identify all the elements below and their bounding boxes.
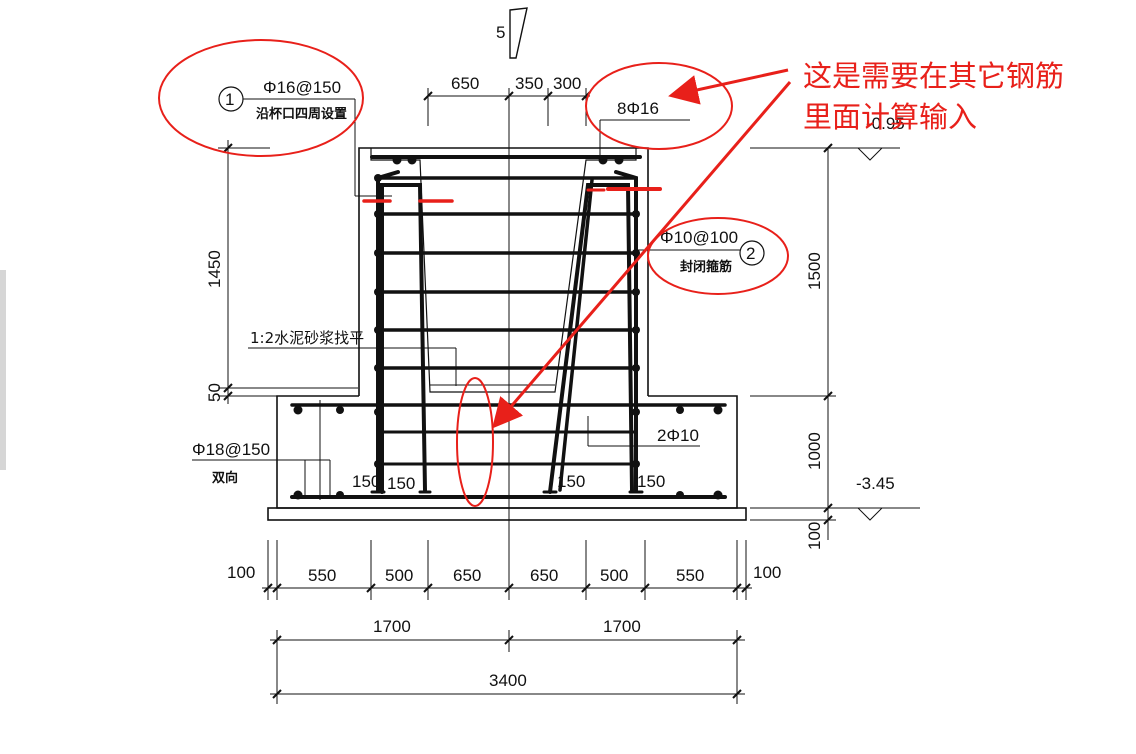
callout-1-spec: Φ16@150 [263, 78, 341, 97]
callout-1-desc: 沿杯口四周设置 [256, 106, 347, 122]
section-marker-label: 5 [496, 23, 505, 42]
annotation-line-1: 这是需要在其它钢筋 [803, 59, 1064, 93]
dim-bottom-100-right: 100 [753, 563, 781, 582]
dim-bottom-3400: 3400 [489, 671, 527, 690]
elevation-top: -0.95 [866, 114, 905, 133]
callout-2-desc: 封闭箍筋 [680, 259, 732, 275]
left-dimensions [218, 140, 358, 404]
dim-left-50: 50 [205, 383, 224, 402]
dim-bottom-650-right: 650 [530, 566, 558, 585]
dim-inner-150-a: 150 [352, 472, 380, 491]
stirrup-label: 2Φ10 [587, 416, 700, 447]
dim-top-300: 300 [553, 74, 581, 93]
dim-bottom-1700-left: 1700 [373, 617, 411, 636]
dim-top-650: 650 [451, 74, 479, 93]
mortar-text: 1:2水泥砂浆找平 [250, 329, 364, 347]
bottom-mesh-label: Φ18@150 双向 [192, 400, 331, 500]
dim-bottom-650-left: 650 [453, 566, 481, 585]
dim-bottom-1700-right: 1700 [603, 617, 641, 636]
markup-ellipse-callout2 [647, 217, 789, 295]
section-marker: 5 [496, 7, 528, 59]
dim-inner-150-c: 150 [557, 472, 585, 491]
left-cup-rebar [380, 183, 427, 494]
bottom-mesh-desc: 双向 [212, 470, 238, 486]
top-bars-spec: 8Φ16 [617, 99, 659, 118]
dim-bottom-550-left: 550 [308, 566, 336, 585]
dim-right-1000: 1000 [805, 432, 824, 470]
dim-bottom-100-left: 100 [227, 563, 255, 582]
concrete-outline [267, 147, 747, 521]
dim-bottom-500-left: 500 [385, 566, 413, 585]
mortar-label: 1:2水泥砂浆找平 [248, 329, 457, 386]
rebar-dots [293, 155, 723, 500]
page-edge-shadow [0, 270, 6, 470]
callout-1: 1 Φ16@150 沿杯口四周设置 [218, 78, 392, 197]
stirrup-spec: 2Φ10 [657, 426, 699, 445]
right-dimensions [750, 143, 920, 540]
callout-2: 2 Φ10@100 封闭箍筋 [636, 228, 765, 275]
top-dimensions [423, 88, 591, 126]
bottom-mesh-spec: Φ18@150 [192, 440, 270, 459]
dim-bottom-500-right: 500 [600, 566, 628, 585]
markup-arrow-to-cup [492, 81, 792, 429]
markup-ellipse-callout1 [158, 39, 364, 157]
bottom-dimensions [262, 540, 752, 704]
red-markup [158, 39, 792, 507]
dim-right-1500: 1500 [805, 252, 824, 290]
dim-left-1450: 1450 [205, 250, 224, 288]
cup-outline [370, 148, 637, 393]
top-bars-label: 8Φ16 [599, 99, 690, 160]
markup-ellipse-cup [456, 377, 494, 507]
pedestal-outline [358, 147, 649, 396]
blinding-layer [267, 507, 747, 521]
markup-ellipse-top-bars [585, 62, 733, 150]
callout-1-number: 1 [225, 90, 234, 109]
elevation-bottom: -3.45 [856, 474, 895, 493]
dim-top-350: 350 [515, 74, 543, 93]
callout-2-number: 2 [746, 244, 755, 263]
dim-right-100: 100 [805, 522, 824, 550]
markup-arrow-to-top-bars [668, 68, 789, 105]
dim-inner-150-d: 150 [637, 472, 665, 491]
dim-bottom-550-right: 550 [676, 566, 704, 585]
callout-2-spec: Φ10@100 [660, 228, 738, 247]
annotation-line-2: 里面计算输入 [803, 100, 977, 134]
dim-inner-150-b: 150 [387, 474, 415, 493]
